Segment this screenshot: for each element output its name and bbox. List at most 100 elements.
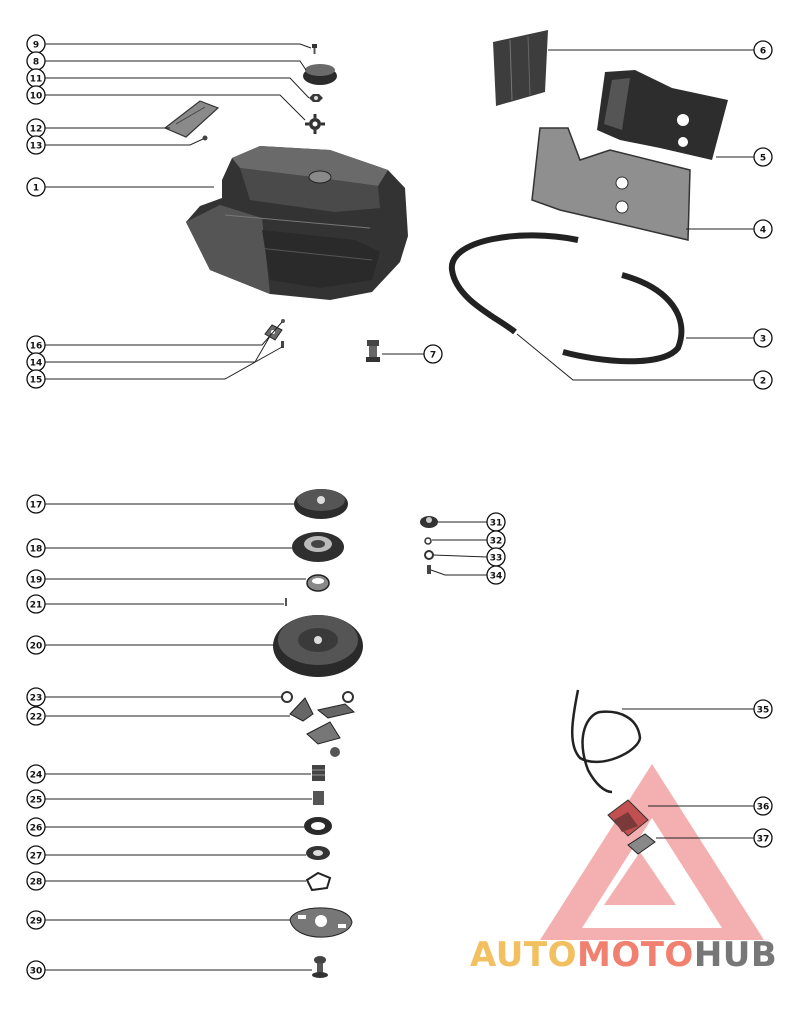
callout-5-number: 5 bbox=[760, 154, 766, 164]
callout-18-number: 18 bbox=[30, 545, 43, 555]
part-1-engine-cowl bbox=[186, 146, 408, 300]
part-30-bolt bbox=[312, 956, 328, 978]
watermark-text: AUTOMOTOHUB bbox=[470, 938, 777, 972]
part-12-bracket bbox=[163, 100, 220, 138]
callout-6: 6 bbox=[753, 40, 773, 60]
part-7-grommet bbox=[366, 340, 380, 362]
callout-33: 33 bbox=[486, 547, 506, 567]
part-2-seal-strip bbox=[448, 232, 579, 335]
callout-29-number: 29 bbox=[30, 917, 43, 927]
callout-34-number: 34 bbox=[490, 572, 503, 582]
part-9-screw bbox=[312, 44, 317, 54]
callout-30-number: 30 bbox=[30, 967, 43, 977]
callout-26-number: 26 bbox=[30, 824, 43, 834]
callout-31-number: 31 bbox=[490, 519, 503, 529]
callout-13: 13 bbox=[26, 135, 46, 155]
callout-27: 27 bbox=[26, 845, 46, 865]
callout-33-number: 33 bbox=[490, 554, 503, 564]
part-11-nut bbox=[309, 94, 323, 102]
callout-5: 5 bbox=[753, 147, 773, 167]
callout-12: 12 bbox=[26, 118, 46, 138]
part-5-gasket bbox=[597, 70, 728, 160]
part-26-washer bbox=[304, 817, 332, 835]
part-27-washer bbox=[306, 846, 330, 860]
callout-28: 28 bbox=[26, 871, 46, 891]
part-24-spring bbox=[312, 765, 325, 781]
part-13-screw bbox=[202, 135, 208, 141]
part-3-seal-strip bbox=[562, 272, 685, 365]
callout-9: 9 bbox=[26, 34, 46, 54]
callout-2-number: 2 bbox=[760, 377, 766, 387]
callout-32: 32 bbox=[486, 530, 506, 550]
callout-23: 23 bbox=[26, 687, 46, 707]
callout-24: 24 bbox=[26, 764, 46, 784]
part-36-connector bbox=[607, 799, 649, 837]
callout-7: 7 bbox=[423, 344, 443, 364]
callout-19: 19 bbox=[26, 569, 46, 589]
callout-13-number: 13 bbox=[30, 142, 43, 152]
callout-30: 30 bbox=[26, 960, 46, 980]
leader-lines bbox=[45, 43, 754, 971]
callout-36: 36 bbox=[753, 796, 773, 816]
callout-12-number: 12 bbox=[30, 125, 43, 135]
callout-16-number: 16 bbox=[30, 342, 43, 352]
callout-25: 25 bbox=[26, 789, 46, 809]
callout-15-number: 15 bbox=[30, 376, 43, 386]
part-21-pin bbox=[285, 598, 287, 606]
callout-22-number: 22 bbox=[30, 713, 43, 723]
part-31-34-hardware bbox=[420, 516, 438, 574]
callout-26: 26 bbox=[26, 817, 46, 837]
part-18-housing bbox=[292, 532, 344, 562]
callout-18: 18 bbox=[26, 538, 46, 558]
part-4-gasket bbox=[531, 127, 691, 241]
part-17-plate bbox=[294, 489, 348, 519]
callout-25-number: 25 bbox=[30, 796, 43, 806]
callout-8: 8 bbox=[26, 51, 46, 71]
callout-24-number: 24 bbox=[30, 771, 43, 781]
callout-36-number: 36 bbox=[757, 803, 770, 813]
callout-14: 14 bbox=[26, 352, 46, 372]
part-6-pad bbox=[493, 30, 548, 106]
part-29-cam-plate bbox=[289, 907, 353, 938]
callout-1-number: 1 bbox=[33, 184, 39, 194]
part-37-clip bbox=[627, 833, 656, 855]
part-16-14-15-small-hardware bbox=[264, 319, 285, 348]
callout-7-number: 7 bbox=[430, 351, 436, 361]
callout-2: 2 bbox=[753, 370, 773, 390]
callout-16: 16 bbox=[26, 335, 46, 355]
part-25-spring bbox=[313, 791, 324, 805]
callout-35-number: 35 bbox=[757, 706, 770, 716]
callout-28-number: 28 bbox=[30, 878, 43, 888]
callout-3-number: 3 bbox=[760, 335, 766, 345]
callout-17: 17 bbox=[26, 494, 46, 514]
watermark-part-hub: HUB bbox=[693, 935, 778, 975]
part-20-pulley bbox=[273, 615, 363, 677]
callout-11-number: 11 bbox=[30, 75, 43, 85]
callout-8-number: 8 bbox=[33, 58, 39, 68]
watermark-triangle-logo bbox=[540, 764, 764, 940]
part-28-spring bbox=[305, 871, 332, 892]
callout-20: 20 bbox=[26, 635, 46, 655]
callout-6-number: 6 bbox=[760, 47, 766, 57]
part-22-23-levers bbox=[281, 691, 356, 757]
watermark-part-moto: MOTO bbox=[576, 935, 694, 975]
callout-10: 10 bbox=[26, 85, 46, 105]
callout-31: 31 bbox=[486, 512, 506, 532]
callout-4-number: 4 bbox=[760, 226, 766, 236]
callout-3: 3 bbox=[753, 328, 773, 348]
callout-34: 34 bbox=[486, 565, 506, 585]
callout-22: 22 bbox=[26, 706, 46, 726]
callout-14-number: 14 bbox=[30, 359, 43, 369]
part-35-cable bbox=[571, 689, 642, 794]
callout-37: 37 bbox=[753, 828, 773, 848]
part-10-star-washer bbox=[305, 114, 325, 134]
callout-27-number: 27 bbox=[30, 852, 43, 862]
watermark-part-auto: AUTO bbox=[470, 935, 577, 975]
callout-23-number: 23 bbox=[30, 694, 43, 704]
callout-37-number: 37 bbox=[757, 835, 770, 845]
part-19-bushing bbox=[306, 574, 330, 592]
part-8-cap bbox=[303, 64, 337, 85]
callout-4: 4 bbox=[753, 219, 773, 239]
